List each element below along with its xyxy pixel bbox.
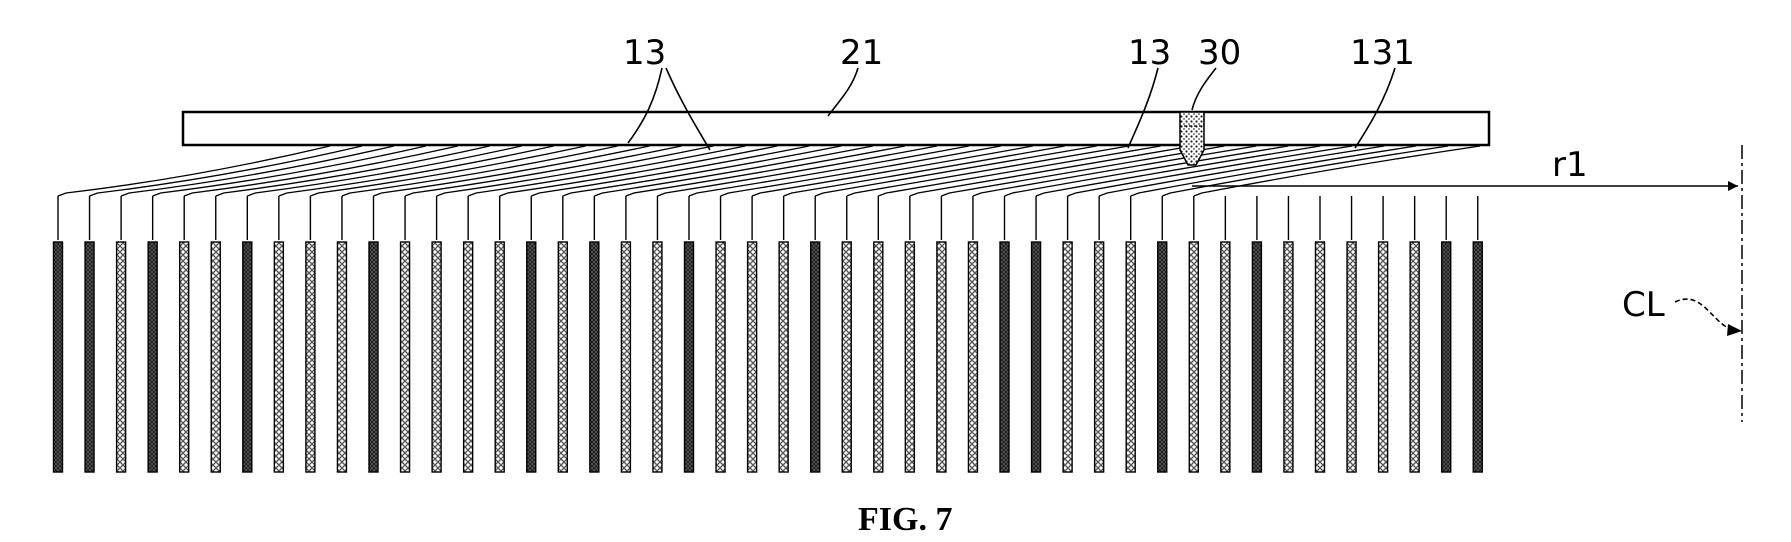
label-30: 30 <box>1198 33 1241 73</box>
wire-fan-line <box>342 146 618 196</box>
fiber-bar <box>306 242 315 472</box>
label-13-left: 13 <box>623 33 666 73</box>
fiber-bar <box>1126 242 1135 472</box>
wire-fan-line <box>689 146 969 196</box>
fiber-bar <box>1221 242 1230 472</box>
fiber-bar <box>937 242 946 472</box>
fiber-bar <box>811 242 820 472</box>
fiber-bar <box>527 242 536 472</box>
fiber-bar <box>85 242 94 472</box>
fiber-bar <box>842 242 851 472</box>
fiber-bar <box>1063 242 1072 472</box>
wire-connector-group <box>58 196 1478 240</box>
fiber-bar <box>685 242 694 472</box>
fiber-bar <box>621 242 630 472</box>
fiber-bar <box>748 242 757 472</box>
leader-30 <box>1192 68 1216 110</box>
fiber-bar <box>716 242 725 472</box>
label-21: 21 <box>840 33 883 73</box>
fiber-bar <box>180 242 189 472</box>
fiber-bar <box>1189 242 1198 472</box>
fiber-bar <box>1442 242 1451 472</box>
wire-fan-line <box>405 146 681 196</box>
fiber-bar <box>211 242 220 472</box>
label-cl: CL <box>1622 285 1665 325</box>
fiber-bar <box>874 242 883 472</box>
wire-fan-line <box>752 146 1033 196</box>
fiber-bar <box>1252 242 1261 472</box>
label-131: 131 <box>1350 33 1415 73</box>
fiber-bar <box>1000 242 1009 472</box>
fiber-bar <box>54 242 63 472</box>
fiber-bar <box>1316 242 1325 472</box>
fiber-bar <box>495 242 504 472</box>
fiber-bar <box>653 242 662 472</box>
leader-21 <box>828 68 858 116</box>
fiber-bar <box>243 242 252 472</box>
fiber-bar <box>1158 242 1167 472</box>
fiber-bar <box>1347 242 1356 472</box>
fiber-bar <box>1410 242 1419 472</box>
fiber-bar <box>905 242 914 472</box>
fiber-bar <box>464 242 473 472</box>
fiber-bar <box>1095 242 1104 472</box>
label-13-right: 13 <box>1128 33 1171 73</box>
wire-fan-line <box>374 146 650 196</box>
fiber-bar <box>558 242 567 472</box>
probe-30 <box>1180 112 1204 165</box>
fiber-bar-group <box>54 242 1483 472</box>
label-r1: r1 <box>1552 145 1588 185</box>
fiber-bar <box>590 242 599 472</box>
cl-arrow-head <box>1727 324 1742 336</box>
fiber-bar <box>1032 242 1041 472</box>
fiber-bar <box>117 242 126 472</box>
fiber-bar <box>968 242 977 472</box>
radius-arrow-head <box>1728 181 1738 191</box>
fiber-bar <box>274 242 283 472</box>
fiber-bar <box>1379 242 1388 472</box>
wire-fan-group <box>58 146 1480 196</box>
fiber-bar <box>1284 242 1293 472</box>
fiber-bar <box>148 242 157 472</box>
figure-caption: FIG. 7 <box>858 501 952 538</box>
fiber-bar <box>337 242 346 472</box>
fiber-bar <box>401 242 410 472</box>
fiber-bar <box>1473 242 1482 472</box>
fiber-bar <box>369 242 378 472</box>
fiber-bar <box>432 242 441 472</box>
wire-fan-line <box>721 146 1001 196</box>
cl-leader-line <box>1675 299 1728 328</box>
plate-21 <box>183 112 1489 145</box>
fiber-bar <box>779 242 788 472</box>
